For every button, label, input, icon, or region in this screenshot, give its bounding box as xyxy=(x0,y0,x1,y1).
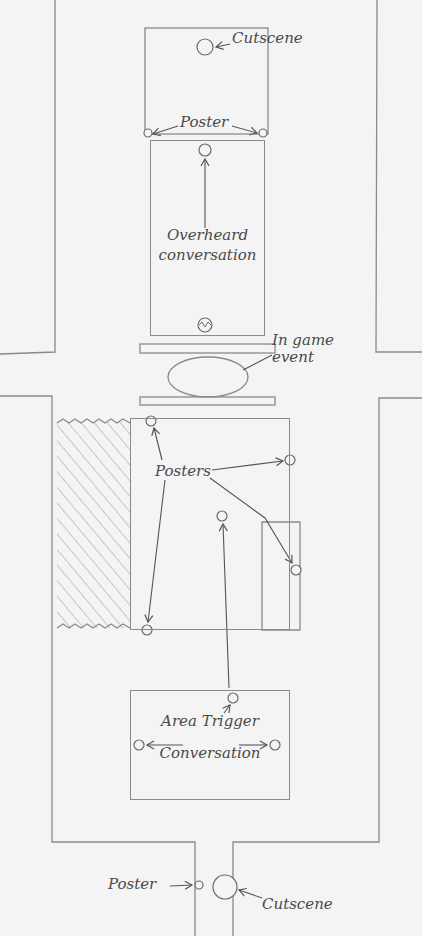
room-box: Posters xyxy=(130,418,290,630)
callout-arrow xyxy=(154,428,162,460)
callout-label: In game event xyxy=(272,332,342,366)
callout-arrow xyxy=(232,126,257,133)
callout-arrow xyxy=(170,885,192,886)
callout-label: Cutscene xyxy=(232,30,303,47)
poster-marker xyxy=(142,625,152,635)
callout-arrow xyxy=(223,524,229,688)
corridor-wall xyxy=(376,0,422,352)
callout-arrow xyxy=(212,461,283,470)
room-text: Posters xyxy=(155,461,211,481)
callout-arrow xyxy=(239,890,262,898)
callout-arrow xyxy=(210,478,292,563)
zigzag-barrier xyxy=(57,419,130,423)
squiggle-symbol xyxy=(199,322,211,327)
trigger-marker xyxy=(270,740,280,750)
callout-arrow xyxy=(204,159,205,228)
callout-label: Cutscene xyxy=(262,896,333,913)
cutscene-marker xyxy=(213,875,237,899)
room-text: Overheard conversation xyxy=(159,225,257,265)
poster-marker xyxy=(144,129,152,137)
event-zone xyxy=(168,357,248,397)
bridge-rail xyxy=(140,344,275,353)
conversation-marker xyxy=(217,511,227,521)
conversation-source xyxy=(198,318,212,332)
room-box: Overheard conversation xyxy=(150,140,265,336)
callout-arrow xyxy=(148,480,165,622)
poster-marker xyxy=(259,129,267,137)
cutscene-marker xyxy=(197,39,213,55)
trigger-box: Area Trigger Conversation xyxy=(130,690,290,800)
trigger-marker xyxy=(228,693,238,703)
bridge-rail xyxy=(140,397,275,405)
callout-arrow xyxy=(216,44,230,47)
callout-arrow xyxy=(224,705,230,713)
room-text: Area Trigger Conversation xyxy=(160,705,261,769)
callout-label: Poster xyxy=(108,876,156,893)
alcove-outline xyxy=(262,522,300,630)
poster-marker xyxy=(195,881,203,889)
poster-marker xyxy=(291,565,301,575)
corridor-wall xyxy=(0,0,55,354)
conversation-marker xyxy=(199,144,211,156)
zigzag-barrier xyxy=(57,624,130,628)
trigger-marker xyxy=(134,740,144,750)
callout-arrow xyxy=(153,126,178,134)
poster-marker xyxy=(285,455,295,465)
leader-line xyxy=(243,355,272,370)
callout-label: Poster xyxy=(180,114,228,131)
corridor-wall xyxy=(233,398,422,936)
hatched-area xyxy=(57,422,130,628)
